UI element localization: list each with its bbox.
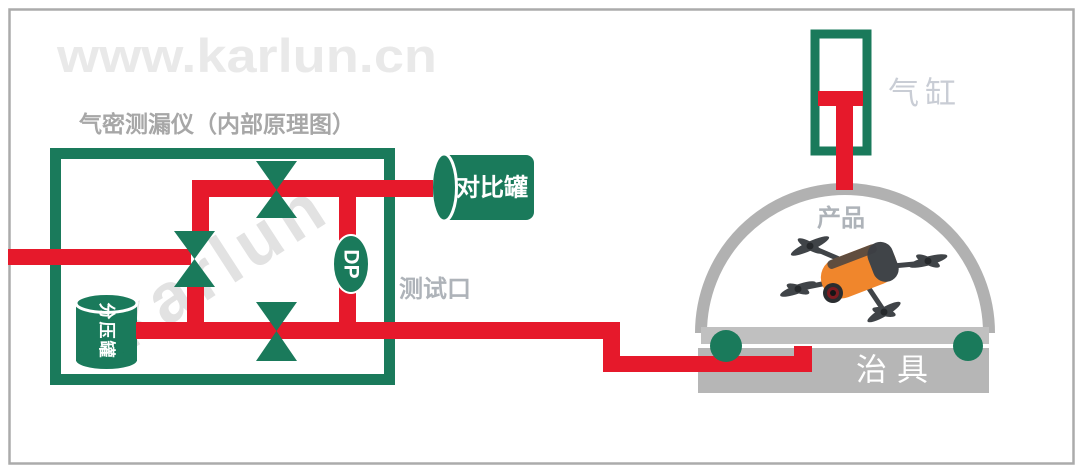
inlet-pipe <box>8 249 191 265</box>
air-cylinder-piston <box>818 91 863 190</box>
leak-tester-housing <box>50 148 395 385</box>
step-up-pipe <box>794 346 812 372</box>
seal-left <box>710 330 742 362</box>
drone-camera <box>823 283 843 303</box>
page-frame <box>8 8 1075 465</box>
piping <box>8 180 812 372</box>
air-cylinder-label: 气缸 <box>888 76 962 111</box>
diagram-title: 气密测漏仪（内部原理图） <box>78 111 355 137</box>
pressure-divider-tank-label: 分压罐 <box>97 303 117 360</box>
valve-inlet <box>174 231 215 287</box>
dp-sensor: DP <box>332 234 370 294</box>
valve-drop-pipe <box>187 284 204 330</box>
dp-sensor-label: DP <box>340 249 363 278</box>
test-pipe <box>136 322 620 339</box>
dome-base-plate <box>701 327 989 344</box>
drone-propellers <box>780 236 948 323</box>
pressure-divider-tank: 分压罐 <box>74 292 139 369</box>
comparison-tank-label: 对比罐 <box>456 174 528 202</box>
fixture-label: 治具 <box>856 353 938 388</box>
valve-test <box>256 302 297 361</box>
watermark-url: www.karlun.cn <box>56 29 437 82</box>
top-pipe <box>192 180 433 197</box>
drone-product-image <box>780 236 948 323</box>
fixture-feed-pipe <box>603 356 812 372</box>
seal-right <box>953 331 983 361</box>
product-label: 产品 <box>817 204 865 232</box>
comparison-tank: 对比罐 <box>430 152 534 223</box>
drone-body <box>820 241 899 299</box>
valve-top <box>256 161 297 218</box>
test-port-label: 测试口 <box>399 276 471 303</box>
